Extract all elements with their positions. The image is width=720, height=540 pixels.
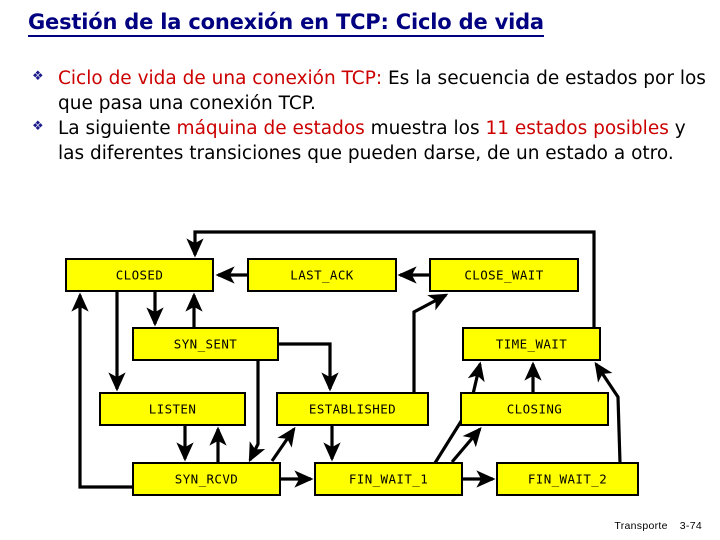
bullet-list: ❖ Ciclo de vida de una conexión TCP: Es … [26,66,706,166]
state-node-syn-sent: SYN_SENT [132,327,279,361]
edge-synsent-established [278,342,339,392]
edge-finwait2-timewait [594,361,622,464]
state-label: TIME_WAIT [496,337,567,352]
state-node-established: ESTABLISHED [276,392,429,426]
state-node-time-wait: TIME_WAIT [462,327,601,361]
state-node-last-ack: LAST_ACK [247,258,397,292]
state-node-fin-wait-1: FIN_WAIT_1 [314,462,463,496]
bullet-segment: máquina de estados [176,118,365,139]
list-item: ❖ La siguiente máquina de estados muestr… [26,116,706,166]
state-label: ESTABLISHED [309,402,396,417]
state-box [314,462,463,496]
page-title: Gestión de la conexión en TCP: Ciclo de … [28,10,544,37]
edge-finwait1-closing [450,427,482,464]
state-node-syn-rcvd: SYN_RCVD [132,462,281,496]
slide-footer: Transporte 3-74 [614,520,702,532]
bullet-segment: Es la secuencia de estados por los que p… [58,68,706,114]
state-box [132,462,281,496]
tcp-state-diagram: CLOSED LAST_ACK CLOSE_WAIT SYN_SENT TIME_WAI… [65,230,639,496]
bullet-segment: La siguiente [58,118,177,139]
state-box [460,392,609,426]
list-item: ❖ Ciclo de vida de una conexión TCP: Es … [26,66,706,116]
state-label: SYN_RCVD [175,472,238,487]
state-label: CLOSED [116,268,164,283]
bullet-segment: Ciclo de vida de una conexión TCP: [58,68,383,89]
state-label: FIN_WAIT_2 [528,472,607,487]
bullet-segment: y las diferentes transiciones que pueden… [58,118,686,164]
diamond-bullet-icon: ❖ [32,68,44,83]
state-box [276,392,429,426]
state-node-fin-wait-2: FIN_WAIT_2 [496,462,639,496]
state-box [247,258,397,292]
state-label: LISTEN [149,402,197,417]
bullet-segment: 11 estados posibles [485,118,669,139]
state-node-closing: CLOSING [460,392,609,426]
state-box [65,258,214,292]
state-label: CLOSING [507,402,562,417]
state-label: FIN_WAIT_1 [349,472,428,487]
state-box [496,462,639,496]
state-box [99,392,246,426]
footer-label: Transporte [614,520,668,532]
state-box [429,258,579,292]
state-label: SYN_SENT [174,337,237,352]
edge-established-closewait [412,293,449,393]
edge-synrcvd-established [270,426,296,462]
state-box [132,327,279,361]
state-node-close-wait: CLOSE_WAIT [429,258,579,292]
bullet-text-1: Ciclo de vida de una conexión TCP: Es la… [58,68,706,114]
bullet-text-2: La siguiente máquina de estados muestra … [58,118,686,164]
edge-timewait-closed [186,230,596,328]
diagram-nodes: CLOSED LAST_ACK CLOSE_WAIT SYN_SENT TIME_WAI… [65,258,639,496]
edge-synrcvd-closed [71,292,133,489]
bullet-segment: muestra los [364,118,486,139]
edge-synsent-synrcvd [248,360,266,463]
state-label: CLOSE_WAIT [464,268,543,283]
state-box [462,327,601,361]
state-label: LAST_ACK [290,268,353,283]
state-node-listen: LISTEN [99,392,246,426]
footer-page-number: 3-74 [679,520,702,532]
diamond-bullet-icon: ❖ [32,118,44,133]
state-node-closed: CLOSED [65,258,214,292]
